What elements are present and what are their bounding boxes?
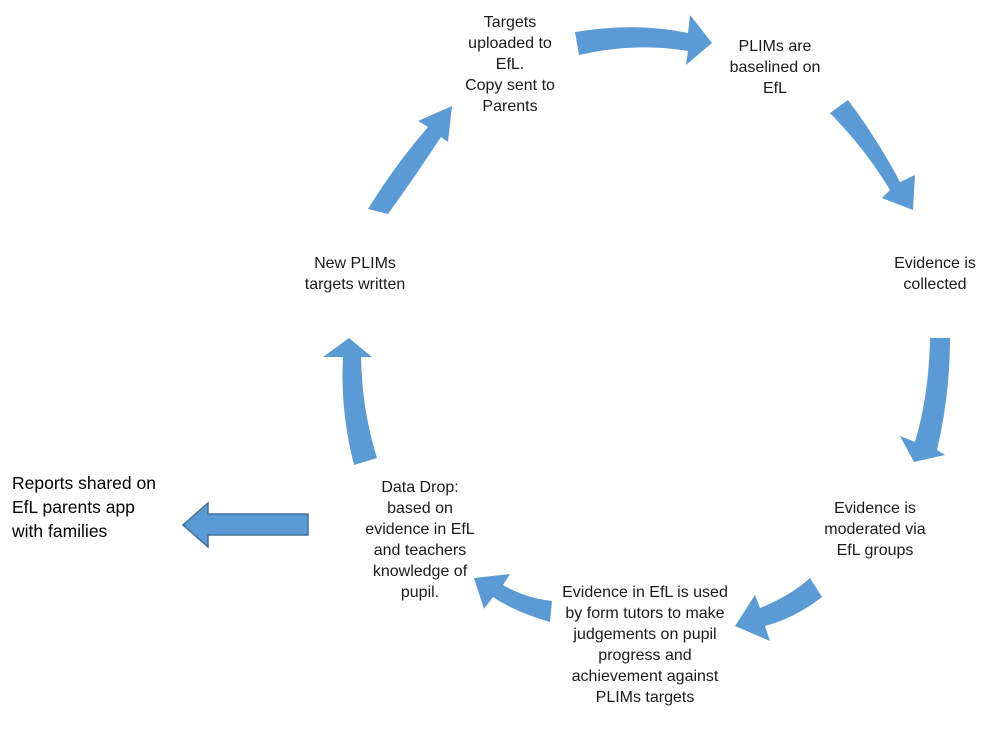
node-targets-uploaded: Targets uploaded to EfL. Copy sent to Pa… (440, 12, 580, 117)
node-line: EfL. (495, 56, 525, 73)
node-line: Parents (482, 98, 538, 115)
node-line: pupil. (400, 584, 440, 601)
node-line: progress and (598, 647, 692, 664)
node-line: PLIMs targets (595, 689, 695, 706)
node-line: moderated via (824, 521, 926, 538)
node-line: targets written (304, 276, 406, 293)
arrow-targets-to-baselined (575, 15, 712, 65)
node-line: PLIMs are (738, 38, 812, 55)
node-line: Data Drop: (381, 479, 459, 496)
node-line: and teachers (373, 542, 467, 559)
node-line: based on (387, 500, 453, 517)
node-line: Evidence in EfL is used (562, 584, 728, 601)
arrow-collected-to-moderated (900, 338, 950, 462)
node-line: collected (903, 276, 967, 293)
arrow-judgements-to-datadrop (474, 574, 552, 622)
node-judgements: Evidence in EfL is used by form tutors t… (525, 582, 765, 708)
node-targets-written: New PLIMs targets written (280, 253, 430, 295)
node-line: Evidence is (894, 255, 976, 272)
node-line: EfL groups (836, 542, 914, 559)
node-line: baselined on (729, 59, 821, 76)
node-line: Reports shared on (12, 473, 156, 493)
node-line: by form tutors to make (565, 605, 725, 622)
node-reports-shared: Reports shared on EfL parents app with f… (12, 471, 212, 543)
arrow-moderated-to-judgements (735, 578, 822, 641)
node-line: evidence in EfL (365, 521, 475, 538)
node-evidence-collected: Evidence is collected (870, 253, 993, 295)
node-plims-baselined: PLIMs are baselined on EfL (700, 36, 850, 99)
arrow-datadrop-to-reports (181, 501, 309, 549)
arrow-baselined-to-collected (830, 100, 915, 210)
node-line: knowledge of (372, 563, 468, 580)
node-evidence-moderated: Evidence is moderated via EfL groups (800, 498, 950, 561)
node-line: Evidence is (834, 500, 916, 517)
node-line: uploaded to (468, 35, 552, 52)
node-line: achievement against (571, 668, 719, 685)
node-line: EfL parents app (12, 497, 135, 517)
node-line: judgements on pupil (573, 626, 717, 643)
node-data-drop: Data Drop: based on evidence in EfL and … (340, 477, 500, 603)
node-line: with families (12, 521, 108, 541)
node-line: Copy sent to (465, 77, 555, 94)
node-line: New PLIMs (314, 255, 396, 272)
arrow-datadrop-to-written (323, 338, 377, 465)
node-line: EfL (762, 80, 787, 97)
arrow-written-to-targets (368, 106, 452, 214)
node-line: Targets (483, 14, 537, 31)
